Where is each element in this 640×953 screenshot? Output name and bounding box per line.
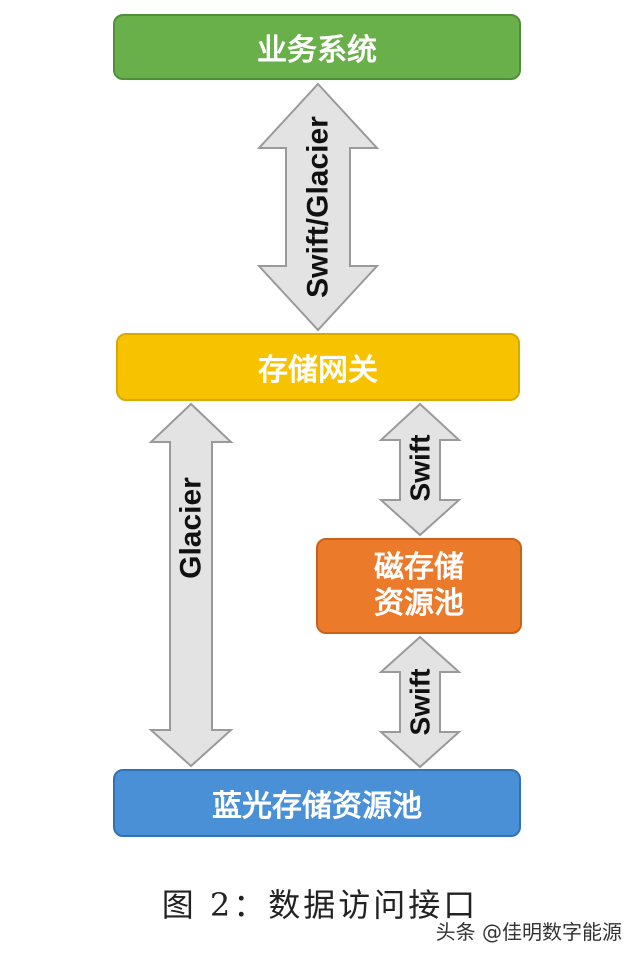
magnetic-storage-label-line2: 资源池	[374, 586, 464, 621]
business-system-label: 业务系统	[257, 33, 377, 68]
bluray-storage-label: 蓝光存储资源池	[212, 789, 422, 824]
double-arrow-top	[256, 82, 380, 332]
arrow-right-upper-label: Swift	[405, 435, 436, 502]
magnetic-storage-label-line1: 磁存储	[374, 550, 464, 585]
arrow-right-lower-label: Swift	[405, 669, 436, 736]
double-arrow-left	[148, 402, 234, 768]
bluray-storage-pool-box: 蓝光存储资源池	[113, 769, 521, 837]
watermark: 头条 @佳明数字能源	[435, 920, 622, 944]
business-system-box: 业务系统	[113, 14, 521, 80]
magnetic-storage-pool-box: 磁存储 资源池	[316, 538, 522, 634]
double-arrow-right-lower	[378, 635, 462, 769]
figure-caption: 图 2：数据访问接口	[161, 886, 479, 924]
arrow-left-label: Glacier	[175, 477, 208, 579]
storage-gateway-box: 存储网关	[116, 333, 520, 401]
storage-gateway-label: 存储网关	[258, 353, 378, 388]
double-arrow-right-upper	[378, 402, 462, 537]
arrow-top-label: Swift/Glacier	[302, 116, 335, 298]
